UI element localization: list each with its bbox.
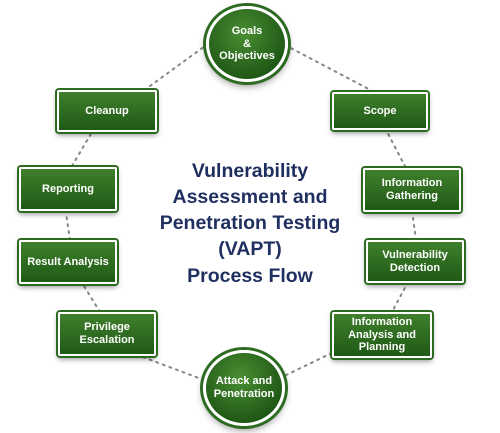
node-goals-label: Goals & Objectives xyxy=(219,24,275,63)
node-info-gathering-label: Information Gathering xyxy=(381,177,443,202)
node-vulnerability-detection: Vulnerability Detection xyxy=(366,240,464,283)
node-scope-label: Scope xyxy=(363,104,397,117)
node-info-analysis-label: Information Analysis and Planning xyxy=(348,315,416,354)
node-attack-penetration: Attack and Penetration xyxy=(203,350,285,426)
connector-info-gathering-vuln-detection xyxy=(411,210,417,241)
connector-attack-privilege xyxy=(139,355,205,381)
node-privilege-label: Privilege Escalation xyxy=(79,321,135,346)
node-vuln-detection-label: Vulnerability Detection xyxy=(382,248,448,274)
diagram-title: Vulnerability Assessment and Penetration… xyxy=(159,160,341,287)
node-cleanup: Cleanup xyxy=(57,90,157,132)
connector-info-analysis-attack xyxy=(279,349,339,379)
connector-privilege-result xyxy=(83,285,101,313)
connector-cleanup-goals xyxy=(149,45,206,87)
node-result-label: Result Analysis xyxy=(27,255,109,268)
node-scope: Scope xyxy=(332,92,428,130)
connector-scope-info-gathering xyxy=(384,127,407,169)
connector-goals-scope xyxy=(284,44,381,96)
node-information-gathering: Information Gathering xyxy=(363,168,461,212)
node-reporting-label: Reporting xyxy=(42,182,94,195)
node-information-analysis-planning: Information Analysis and Planning xyxy=(332,312,432,358)
node-privilege-escalation: Privilege Escalation xyxy=(58,312,156,356)
connector-vuln-detection-info-analysis xyxy=(391,281,409,313)
node-attack-label: Attack and Penetration xyxy=(213,375,275,400)
connector-result-reporting xyxy=(65,212,71,241)
node-result-analysis: Result Analysis xyxy=(19,240,117,284)
node-reporting: Reporting xyxy=(19,167,117,211)
node-cleanup-label: Cleanup xyxy=(85,104,129,117)
node-goals-objectives: Goals & Objectives xyxy=(206,6,288,82)
connector-reporting-cleanup xyxy=(71,131,93,167)
